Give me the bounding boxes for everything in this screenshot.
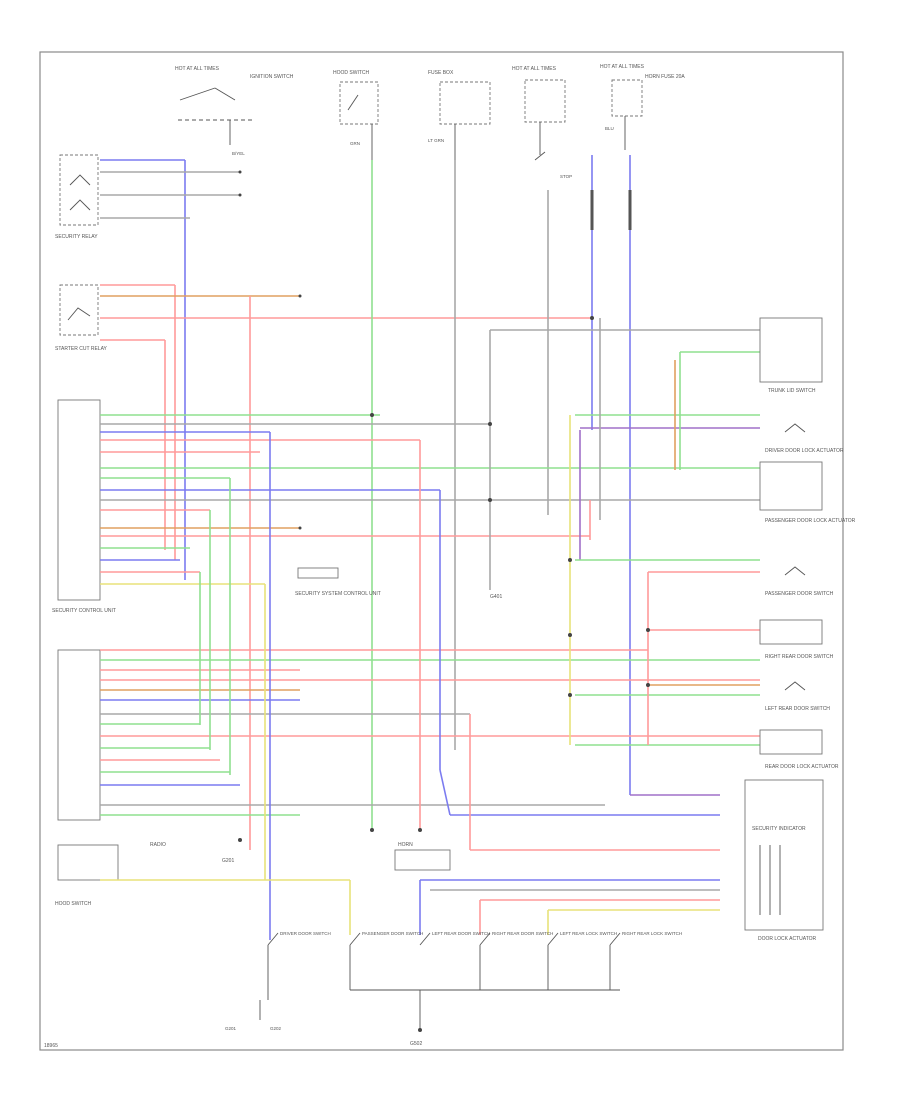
security-control-unit-connector: SECURITY CONTROL UNIT [52,399,116,821]
fuse-box-label: FUSE BOX [428,70,454,76]
bottom-switch-label-5: RIGHT REAR LOCK SWITCH [622,931,682,936]
passenger-door-lock-actuator: PASSENGER DOOR LOCK ACTUATOR [759,461,856,524]
bottom-ground-left: G201 G202 [225,1000,282,1031]
security-relay-label: SECURITY RELAY [55,234,98,240]
svg-text:G202: G202 [270,1026,282,1031]
right-component-label-5: LEFT REAR DOOR SWITCH [765,706,830,712]
hood-switch-bottom: HOOD SWITCH [55,844,119,907]
bottom-switch-4: LEFT REAR LOCK SWITCH [547,931,617,946]
horn-fuse-top: HOT AT ALL TIMES HORN FUSE 20A BLU [600,64,685,150]
driver-door-lock-actuator: DRIVER DOOR LOCK ACTUATOR [765,423,844,454]
horn-fuse-label: HORN FUSE 20A [645,74,685,80]
hot-all-times-label-2: HOT AT ALL TIMES [512,66,557,72]
bottom-switch-label-0: DRIVER DOOR SWITCH [280,931,331,936]
svg-text:BLU: BLU [605,126,614,131]
right-component-label-2: PASSENGER DOOR LOCK ACTUATOR [765,518,856,524]
bottom-switch-label-4: LEFT REAR LOCK SWITCH [560,931,617,936]
svg-text:G201: G201 [225,1026,237,1031]
ground-label-g1: G201 [222,858,234,864]
bottom-switch-2: LEFT REAR DOOR SWITCH [419,931,490,946]
bottom-switch-label-2: LEFT REAR DOOR SWITCH [432,931,490,936]
bottom-switch-0: DRIVER DOOR SWITCH [267,931,331,1000]
right-component-label-7: SECURITY INDICATOR [752,826,806,832]
right-rear-door-switch-right: RIGHT REAR DOOR SWITCH [759,619,834,660]
hot-all-times-label-1: HOT AT ALL TIMES [175,66,220,72]
passenger-door-switch-right: PASSENGER DOOR SWITCH [765,566,834,597]
hood-switch-bottom-label: HOOD SWITCH [55,901,91,907]
left-rear-door-switch-right: LEFT REAR DOOR SWITCH [765,681,830,712]
bottom-switch-1: PASSENGER DOOR SWITCH [349,931,423,946]
bottom-switch-5: RIGHT REAR LOCK SWITCH [609,931,682,946]
security-relay: SECURITY RELAY [55,154,99,240]
hot-all-times-label-3: HOT AT ALL TIMES [600,64,645,70]
bottom-switch-label-3: RIGHT REAR DOOR SWITCH [492,931,553,936]
right-component-label-6: REAR DOOR LOCK ACTUATOR [765,764,839,770]
svg-text:GRN: GRN [350,141,360,146]
ignition-switch-group: HOT AT ALL TIMES IGNITION SWITCH B/YEL [175,66,294,156]
right-component-label-4: RIGHT REAR DOOR SWITCH [765,654,834,660]
ground-label-g3: G502 [410,1041,422,1047]
trunk-lid-switch: TRUNK LID SWITCH [759,317,823,394]
horn-bottom: HORN [394,842,451,871]
right-component-label-3: PASSENGER DOOR SWITCH [765,591,834,597]
stop-lamp-top: HOT AT ALL TIMES STOP [512,66,572,179]
starter-cut-relay: STARTER CUT RELAY [55,284,108,352]
ground-label-g2: G401 [490,594,502,600]
door-lock-actuator-label: DOOR LOCK ACTUATOR [758,936,817,942]
security-control-unit-label: SECURITY CONTROL UNIT [52,608,116,614]
horn-label: HORN [398,842,413,848]
bottom-switch-label-1: PASSENGER DOOR SWITCH [362,931,423,936]
radio-label: RADIO [150,842,166,848]
diagram-frame [39,51,844,1051]
starter-cut-relay-label: STARTER CUT RELAY [55,346,108,352]
security-indicator: SECURITY INDICATOR [744,779,824,931]
svg-text:B/YEL: B/YEL [232,151,245,156]
hood-switch-top: HOOD SWITCH GRN [333,70,379,160]
hood-switch-label: HOOD SWITCH [333,70,369,76]
fuse-box-top: FUSE BOX LT GRN [428,70,491,160]
rear-door-lock-actuator: REAR DOOR LOCK ACTUATOR [759,729,839,770]
center-control-unit: SECURITY SYSTEM CONTROL UNIT [295,567,381,597]
center-control-unit-label: SECURITY SYSTEM CONTROL UNIT [295,591,381,597]
right-component-label-0: TRUNK LID SWITCH [768,388,816,394]
right-component-label-1: DRIVER DOOR LOCK ACTUATOR [765,448,844,454]
ignition-switch-label: IGNITION SWITCH [250,74,294,80]
svg-text:LT GRN: LT GRN [428,138,444,143]
footer-code: 18965 [44,1043,58,1049]
svg-text:STOP: STOP [560,174,572,179]
bottom-switch-3: RIGHT REAR DOOR SWITCH [479,931,553,946]
